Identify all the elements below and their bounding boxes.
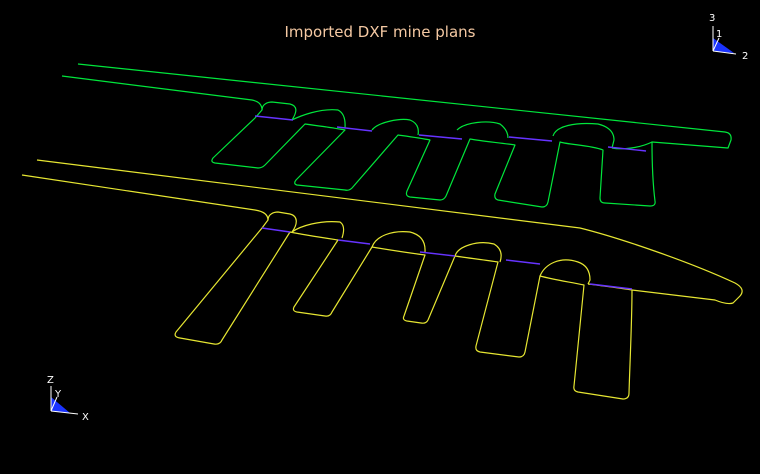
upper-stope-seal-2 bbox=[336, 126, 373, 132]
global-triad-label-2: 2 bbox=[742, 51, 748, 62]
upper-stope-seal-1 bbox=[254, 115, 294, 121]
local-triad-label-z: Z bbox=[47, 375, 54, 386]
lower-plan-pillar-tops bbox=[267, 211, 633, 291]
upper-stope-seal-4 bbox=[508, 136, 553, 142]
local-axis-triad[interactable]: Z Y X bbox=[47, 375, 89, 423]
local-triad-label-x: X bbox=[82, 412, 89, 423]
upper-stope-seal-5 bbox=[607, 146, 647, 152]
global-triad-plane-icon bbox=[713, 38, 734, 53]
lower-mine-plan[interactable] bbox=[21, 159, 743, 400]
upper-plan-pillar-tops bbox=[261, 101, 653, 150]
local-triad-axis-y-icon bbox=[50, 396, 58, 412]
lower-stope-seal-1 bbox=[261, 227, 291, 233]
global-triad-axis-1-icon bbox=[712, 37, 720, 52]
upper-plan-drift-outline bbox=[61, 63, 732, 208]
global-triad-axis-2-icon bbox=[712, 50, 737, 55]
lower-stope-seal-4 bbox=[505, 259, 541, 265]
upper-stope-seal-3 bbox=[418, 134, 463, 140]
local-triad-label-y: Y bbox=[54, 389, 62, 400]
global-triad-label-3: 3 bbox=[709, 13, 715, 24]
viewport-title: Imported DXF mine plans bbox=[284, 23, 476, 41]
upper-mine-plan[interactable] bbox=[61, 63, 732, 208]
lower-stope-seal-3 bbox=[419, 251, 456, 257]
local-triad-axis-x-icon bbox=[50, 410, 79, 415]
lower-stope-seal-5 bbox=[589, 283, 633, 290]
global-triad-label-1: 1 bbox=[716, 29, 722, 40]
global-axis-triad[interactable]: 3 1 2 bbox=[709, 13, 748, 62]
lower-stope-seal-2 bbox=[337, 239, 371, 245]
lower-plan-drift-outline bbox=[21, 159, 743, 400]
